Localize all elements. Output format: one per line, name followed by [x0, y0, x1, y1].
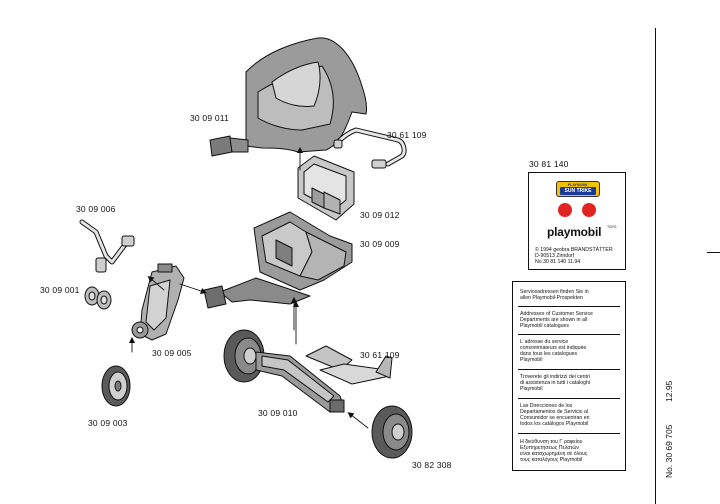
- service-line: di assistenza in tutti i cataloghi: [520, 380, 591, 387]
- part-number-seat: 30 09 009: [360, 239, 400, 249]
- part-number-fork: 30 09 005: [152, 348, 192, 358]
- service-note-french: L´adresse du service consommateurs est i…: [520, 339, 620, 363]
- red-sticker-dot: [558, 203, 572, 217]
- fork-part: [131, 263, 185, 341]
- service-line: Playmobil: [520, 386, 543, 393]
- part-number-lights: 30 09 001: [40, 285, 80, 295]
- axle-part: [255, 351, 345, 413]
- front-wheel-part: [101, 365, 131, 407]
- hood-part: [209, 37, 367, 157]
- back-plate-part: [297, 155, 355, 221]
- red-sticker-dot: [582, 203, 596, 217]
- service-line: Departamentos de Servicio al: [520, 409, 589, 416]
- sticker-sheet-number: 30 81 140: [529, 159, 569, 169]
- service-note-german: Serviceadressen finden Sie in allen Play…: [520, 289, 620, 301]
- service-line: τους καταλόγους Playmobil: [520, 457, 583, 464]
- service-line: todos los catálogos Playmobil: [520, 421, 589, 428]
- copyright-line: D-90513 Zirndorf: [535, 253, 575, 260]
- service-line: Departments are shown in all: [520, 317, 588, 324]
- divider: [518, 398, 620, 399]
- copyright-line: No.30 81 140 11.94: [535, 259, 581, 266]
- axle-holder-part: [305, 345, 393, 385]
- part-number-axle: 30 09 010: [258, 408, 298, 418]
- badge-top-text: PLAYMOBIL: [567, 183, 589, 187]
- copyright-line: © 1994 geobra BRANDSTÄTTER: [535, 247, 613, 253]
- assembly-arrows: [128, 146, 369, 429]
- sticker-sheet: PLAYMOBIL SUN TRIKE playmobil TOYS © 199…: [528, 172, 626, 270]
- divider: [518, 306, 620, 307]
- part-number-axle-holder: 30 61 109: [360, 350, 400, 360]
- copyright-block: © 1994 geobra BRANDSTÄTTER D-90513 Zirnd…: [535, 247, 613, 266]
- service-line: Addresses of Customer Service: [520, 311, 593, 317]
- document-number: No. 30 69 705: [664, 424, 674, 478]
- service-line: allen Playmobil-Prospekten: [520, 295, 583, 302]
- part-number-front-wheel: 30 09 003: [88, 418, 128, 428]
- handlebar-part: [79, 219, 135, 273]
- margin-rule: [655, 28, 656, 504]
- service-line: L´adresse du service: [520, 339, 569, 345]
- rear-wheel-right-part: [371, 405, 413, 459]
- service-line: Serviceadressen finden Sie in: [520, 289, 589, 295]
- part-number-handlebar: 30 09 006: [76, 204, 116, 214]
- document-date: 12.95: [664, 380, 674, 402]
- service-note-greek: Η διεύθυνση του Γ´ραφείου Εξυπηρετήσεως …: [520, 439, 620, 463]
- divider: [518, 433, 620, 434]
- service-note-spanish: Las Direcciones de los Departamentos de …: [520, 403, 620, 427]
- service-line: consommateurs est indiquée: [520, 345, 587, 352]
- part-number-rail: 30 61 109: [387, 130, 427, 140]
- service-line: Η διεύθυνση του Γ´ραφείου: [520, 439, 583, 445]
- exploded-assembly-drawing: [79, 37, 413, 459]
- service-line: Las Direcciones de los: [520, 403, 573, 409]
- part-number-hood: 30 09 011: [190, 113, 229, 123]
- service-line: Εξυπηρετήσεως Πελατών: [520, 445, 579, 452]
- divider: [518, 369, 620, 370]
- service-line: Playmobil: [520, 357, 543, 364]
- part-number-rear-wheel: 30 82 308: [412, 460, 452, 470]
- rear-wheel-left-part: [223, 329, 265, 383]
- fold-mark: [707, 252, 720, 253]
- service-line: Playmobil catalogues: [520, 323, 570, 330]
- service-note-italian: Troverete gli indirizzi dei centri di as…: [520, 374, 620, 392]
- service-line: Troverete gli indirizzi dei centri: [520, 374, 590, 380]
- service-line: Consumidor se encuentran en: [520, 415, 590, 422]
- divider: [518, 334, 620, 335]
- rail-part: [333, 127, 407, 169]
- brand-logo-sub: TOYS: [607, 225, 617, 229]
- seat-part: [203, 211, 353, 309]
- service-line: είναι καταχωρημένη σε όλους: [520, 451, 588, 458]
- part-number-back-plate: 30 09 012: [360, 210, 400, 220]
- service-line: dans tous les catalogues: [520, 351, 578, 358]
- customer-service-box: Serviceadressen finden Sie in allen Play…: [512, 281, 626, 471]
- service-note-english: Addresses of Customer Service Department…: [520, 311, 620, 329]
- brand-logo: playmobil: [547, 225, 602, 239]
- lights-part: [84, 286, 112, 310]
- sun-trike-badge: PLAYMOBIL SUN TRIKE: [556, 181, 600, 197]
- badge-main-text: SUN TRIKE: [560, 187, 596, 195]
